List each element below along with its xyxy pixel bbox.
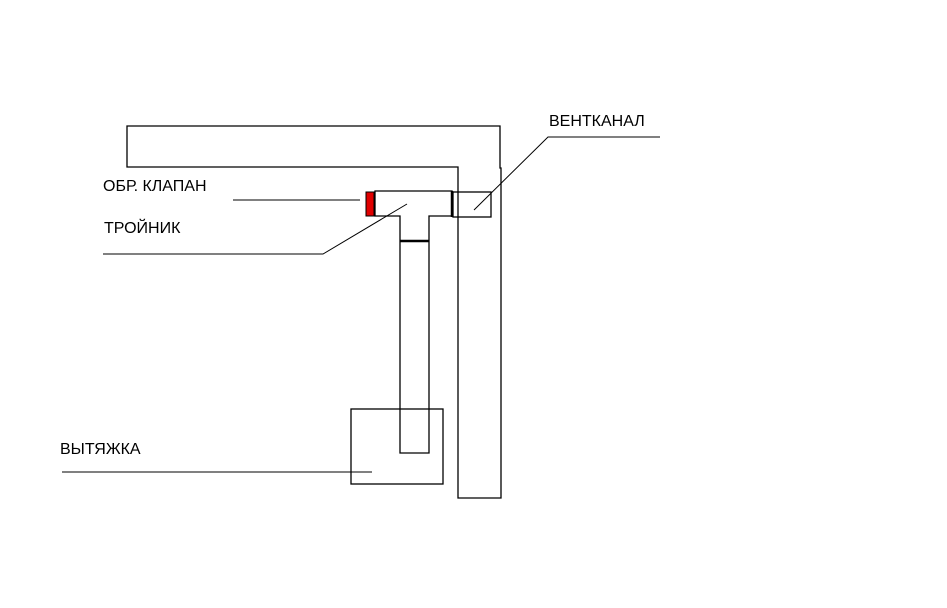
ventkanal-leader <box>473 136 660 211</box>
hood-label: ВЫТЯЖКА <box>60 441 141 458</box>
check-valve <box>365 191 375 217</box>
ventkanal-label: ВЕНТКАНАЛ <box>549 113 645 130</box>
duct-outline-outer <box>126 125 502 499</box>
check-valve-label: ОБР. КЛАПАН <box>103 178 207 195</box>
tee-fitting <box>374 190 453 454</box>
tee-leader <box>103 203 408 255</box>
hood-box <box>350 408 444 485</box>
ventkanal-connector <box>452 191 492 218</box>
tee-label: ТРОЙНИК <box>104 220 181 237</box>
